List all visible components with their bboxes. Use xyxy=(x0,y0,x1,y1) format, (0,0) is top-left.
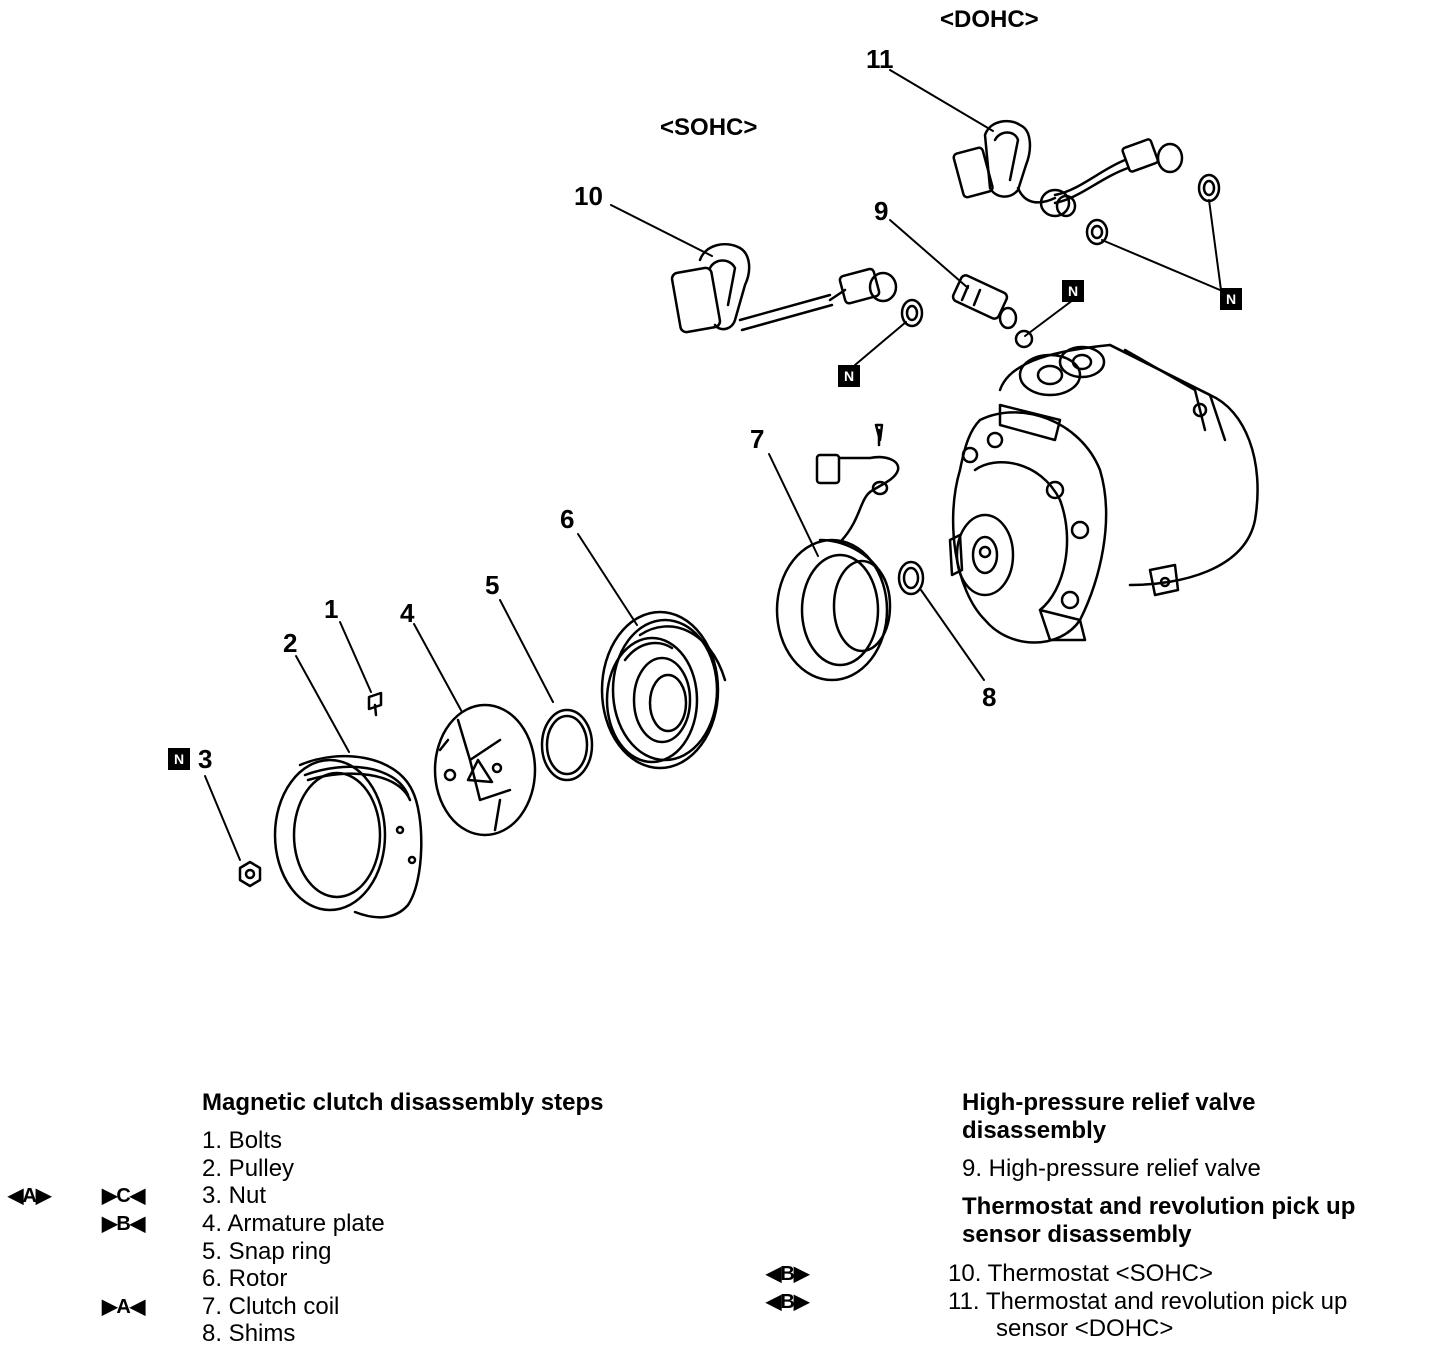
part-6-rotor xyxy=(600,610,727,770)
sensor-heading-line1: Thermostat and revolution pick up xyxy=(962,1193,1356,1220)
step-item: 3. Nut xyxy=(202,1182,267,1209)
callout-8: 8 xyxy=(982,682,997,712)
sensor-item-10: 10. Thermostat <SOHC> xyxy=(948,1260,1214,1287)
sensor-item-11: 11. Thermostat and revolution pick up xyxy=(948,1288,1348,1315)
n-symbol-sohc: N xyxy=(838,365,860,387)
exploded-diagram xyxy=(204,69,1259,919)
valve-item: 9. High-pressure relief valve xyxy=(962,1155,1261,1182)
callout-9: 9 xyxy=(874,196,889,226)
part-7-clutch-coil xyxy=(775,423,900,682)
callout-11: 11 xyxy=(866,44,894,74)
part-11-o-rings xyxy=(1085,173,1221,246)
sohc-tag: <SOHC> xyxy=(660,114,758,141)
part-8-shim xyxy=(897,560,925,596)
mark-removal-b-10: ◀B▶ xyxy=(766,1263,809,1285)
valve-heading-line1: High-pressure relief valve xyxy=(962,1089,1256,1116)
sensor-item-11-cont: sensor <DOHC> xyxy=(996,1315,1174,1342)
mark-removal-b-11: ◀B▶ xyxy=(766,1291,809,1313)
callout-3: 3 xyxy=(198,744,213,774)
step-item: 5. Snap ring xyxy=(202,1238,332,1265)
n-symbol-nut: N xyxy=(168,748,190,770)
leader-lines xyxy=(204,69,1222,861)
n-symbol-valve: N xyxy=(1062,280,1084,302)
clutch-heading: Magnetic clutch disassembly steps xyxy=(202,1089,604,1116)
mark-install-b: ▶B◀ xyxy=(102,1213,145,1235)
step-item: 4. Armature plate xyxy=(202,1210,385,1237)
part-11-dohc-sensor xyxy=(952,119,1184,218)
part-10-o-ring xyxy=(900,298,924,328)
n-symbol-dohc: N xyxy=(1220,288,1242,310)
part-1-bolt xyxy=(367,691,383,717)
part-4-armature-plate xyxy=(433,703,537,837)
mark-install-c: ▶C◀ xyxy=(102,1185,145,1207)
part-3-nut xyxy=(238,860,262,888)
step-item: 6. Rotor xyxy=(202,1265,288,1292)
mark-install-a: ▶A◀ xyxy=(102,1296,145,1318)
callout-7: 7 xyxy=(750,424,765,454)
callout-5: 5 xyxy=(485,570,500,600)
callout-4: 4 xyxy=(400,598,415,628)
mark-removal-a: ◀A▶ xyxy=(8,1185,51,1207)
compressor-body xyxy=(948,343,1259,644)
part-5-snap-ring xyxy=(540,708,594,782)
step-item: 7. Clutch coil xyxy=(202,1293,340,1320)
callout-2: 2 xyxy=(283,628,298,658)
part-2-pulley xyxy=(273,754,423,919)
callout-10: 10 xyxy=(574,181,603,211)
valve-heading-line2: disassembly xyxy=(962,1117,1107,1144)
step-item: 2. Pulley xyxy=(202,1155,295,1182)
step-item: 8. Shims xyxy=(202,1320,296,1347)
step-item: 1. Bolts xyxy=(202,1127,283,1154)
part-10-sohc-thermostat xyxy=(670,243,898,334)
callout-1: 1 xyxy=(324,594,339,624)
part-9-relief-valve xyxy=(951,274,1034,349)
callout-6: 6 xyxy=(560,504,575,534)
sensor-heading-line2: sensor disassembly xyxy=(962,1221,1192,1248)
dohc-tag: <DOHC> xyxy=(940,6,1039,33)
